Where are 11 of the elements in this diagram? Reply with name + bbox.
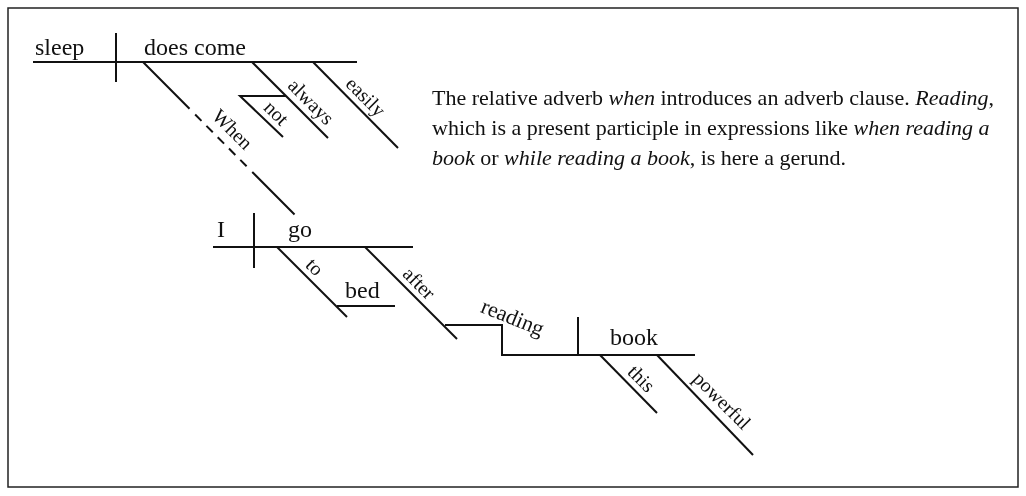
explanation-note: The relative adverb when introduces an adverb clause. Reading, which is a present participle in expressions like when reading a book or while reading a book, is here a gerund. (432, 84, 996, 172)
object-word: book (610, 325, 658, 349)
subject-word: I (217, 217, 225, 241)
verb-word: does come (144, 35, 246, 59)
subject-word: sleep (35, 35, 85, 59)
adjective-word: this (624, 361, 659, 396)
verb-word: go (288, 217, 312, 241)
preposition-word: after (399, 262, 440, 303)
preposition-word: to (302, 254, 328, 280)
object-word: bed (345, 278, 380, 302)
adverb-word: not (260, 96, 293, 129)
